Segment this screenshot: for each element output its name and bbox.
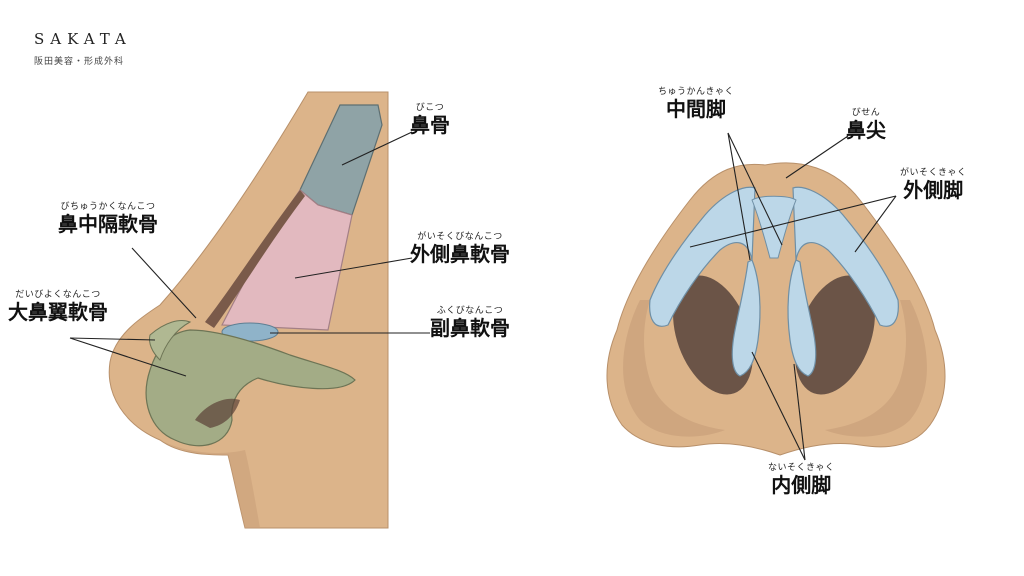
reading-greater-alar-cartilage: だいびよくなんこつ <box>15 290 101 300</box>
reading-medial-crus: ないそくきゃく <box>768 463 835 473</box>
reading-nasal-bone: びこつ <box>415 103 445 113</box>
name-lateral-crus: 外側脚 <box>903 178 964 202</box>
reading-septal-cartilage: びちゅうかくなんこつ <box>60 202 156 212</box>
label-nasal-tip: びせん 鼻尖 <box>846 108 886 142</box>
label-lateral-crus: がいそくきゃく 外側脚 <box>900 168 967 202</box>
right-medial-crus-shape <box>787 259 817 377</box>
brand-name: SAKATA <box>34 30 132 48</box>
leader-lines <box>69 131 897 461</box>
name-greater-alar-cartilage: 大鼻翼軟骨 <box>8 300 108 324</box>
label-accessory-cartilage: ふくびなんこつ 副鼻軟骨 <box>430 306 510 340</box>
septal-cartilage-shape <box>205 190 305 328</box>
alar-lateral-fold <box>149 320 192 361</box>
nostril-shadow <box>195 398 240 428</box>
middle-crus-shape <box>751 195 797 259</box>
right-lateral-crus-shape <box>792 186 899 327</box>
side-view-nose <box>108 91 389 529</box>
reading-accessory-cartilage: ふくびなんこつ <box>436 306 504 316</box>
side-skin-shade <box>160 440 260 528</box>
label-nasal-bone: びこつ 鼻骨 <box>410 103 450 137</box>
reading-middle-crus: ちゅうかんきゃく <box>658 87 735 97</box>
brand-subtitle: 阪田美容・形成外科 <box>34 57 125 67</box>
name-medial-crus: 内側脚 <box>771 473 832 497</box>
left-lateral-crus-shape <box>649 186 756 327</box>
reading-upper-lateral-cartilage: がいそくびなんこつ <box>417 232 503 242</box>
left-alar-rim <box>623 300 725 437</box>
name-septal-cartilage: 鼻中隔軟骨 <box>58 212 158 236</box>
base-view-nose <box>606 162 946 456</box>
name-middle-crus: 中間脚 <box>666 97 726 121</box>
label-septal-cartilage: びちゅうかくなんこつ 鼻中隔軟骨 <box>58 202 158 236</box>
brand-logo: SAKATA 阪田美容・形成外科 <box>34 30 132 67</box>
name-nasal-tip: 鼻尖 <box>846 118 886 142</box>
name-accessory-cartilage: 副鼻軟骨 <box>430 316 510 340</box>
right-alar-rim <box>825 300 927 437</box>
label-greater-alar-cartilage: だいびよくなんこつ 大鼻翼軟骨 <box>8 290 108 324</box>
left-medial-crus-shape <box>731 259 761 377</box>
label-medial-crus: ないそくきゃく 内側脚 <box>768 463 835 497</box>
label-middle-crus: ちゅうかんきゃく 中間脚 <box>658 87 734 121</box>
name-nasal-bone: 鼻骨 <box>410 113 450 137</box>
reading-lateral-crus: がいそくきゃく <box>900 168 967 178</box>
name-upper-lateral-cartilage: 外側鼻軟骨 <box>410 242 510 266</box>
label-upper-lateral-cartilage: がいそくびなんこつ 外側鼻軟骨 <box>410 232 510 266</box>
reading-nasal-tip: びせん <box>851 108 881 118</box>
